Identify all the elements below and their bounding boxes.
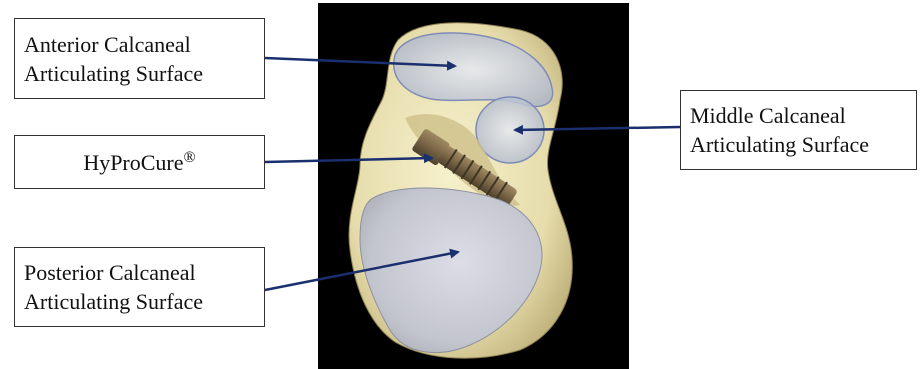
middle-label-line1: Middle Calcaneal [690,101,907,130]
hyprocure-label: HyProCure® [14,135,265,189]
anterior-surface-label: Anterior Calcaneal Articulating Surface [14,18,265,99]
anterior-label-line2: Articulating Surface [24,59,255,88]
middle-label-line2: Articulating Surface [690,130,907,159]
registered-mark: ® [184,149,196,166]
hyprocure-label-text: HyProCure® [83,148,195,177]
middle-surface-label: Middle Calcaneal Articulating Surface [680,90,917,170]
anterior-label-line1: Anterior Calcaneal [24,30,255,59]
posterior-surface-label: Posterior Calcaneal Articulating Surface [14,247,265,327]
hyprocure-name: HyProCure [83,150,183,175]
posterior-label-line2: Articulating Surface [24,287,255,316]
posterior-label-line1: Posterior Calcaneal [24,258,255,287]
